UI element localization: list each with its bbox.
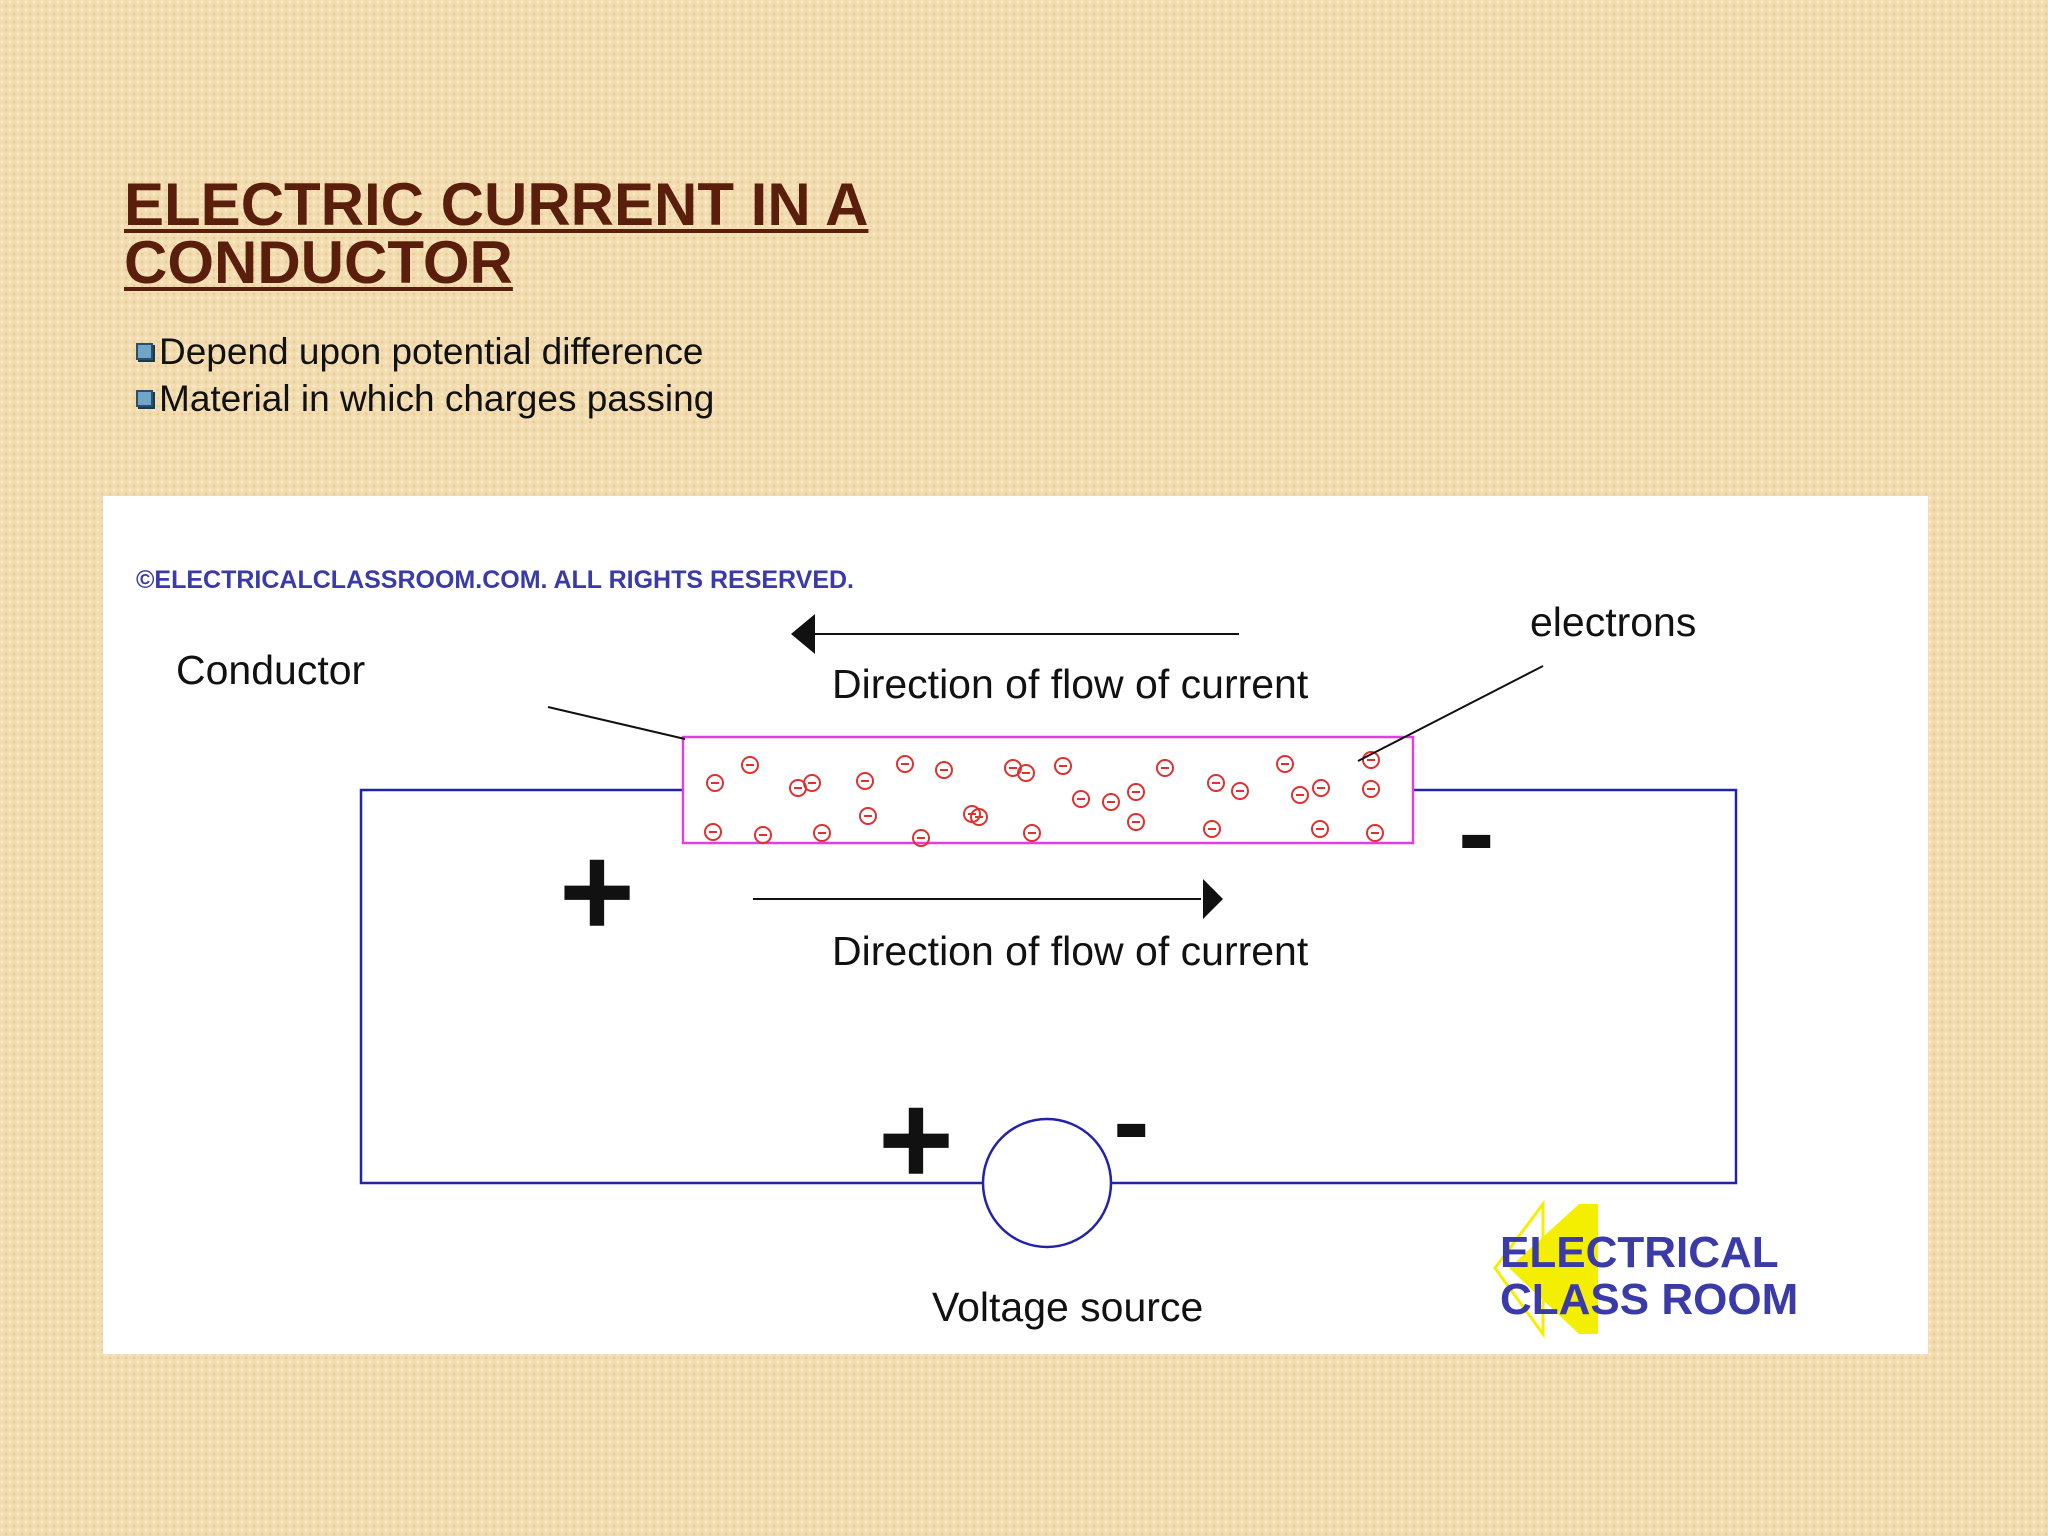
source-positive-sign: +: [878, 1066, 954, 1212]
electron-icon: [1203, 820, 1221, 838]
square-bullet-icon: [136, 343, 153, 360]
electron-icon: [1127, 783, 1145, 801]
wire-right: [1112, 788, 1738, 1185]
electron-icon: [935, 761, 953, 779]
bullet-item: Depend upon potential difference: [136, 328, 714, 375]
electron-icon: [856, 772, 874, 790]
electron-icon: [1156, 759, 1174, 777]
circuit-figure: ©ELECTRICALCLASSROOM.COM. ALL RIGHTS RES…: [103, 496, 1928, 1354]
electron-icon: [741, 756, 759, 774]
electron-icon: [1312, 779, 1330, 797]
circuit-diagram: ©ELECTRICALCLASSROOM.COM. ALL RIGHTS RES…: [136, 566, 1798, 1339]
electron-icon: [1054, 757, 1072, 775]
negative-sign: -: [1458, 771, 1495, 894]
electron-icon: [1127, 813, 1145, 831]
conductor-label: Conductor: [176, 647, 365, 693]
electron-icon: [859, 807, 877, 825]
positive-sign: +: [559, 818, 635, 964]
wire-left: [359, 788, 983, 1185]
logo-mark-icon: [1509, 1204, 1598, 1334]
conductor-bar: [681, 735, 1415, 845]
square-bullet-icon: [136, 390, 153, 407]
electron-icon: [1231, 782, 1249, 800]
electron-group: [704, 751, 1384, 847]
bullet-item: Material in which charges passing: [136, 375, 714, 422]
conductor-leader-line: [547, 706, 686, 740]
bullet-list: Depend upon potential difference Materia…: [136, 328, 714, 422]
electron-icon: [1276, 755, 1294, 773]
current-direction-label-top: Direction of flow of current: [832, 661, 1309, 707]
voltage-source-label: Voltage source: [932, 1284, 1203, 1330]
electron-icon: [1291, 786, 1309, 804]
slide-title: ELECTRIC CURRENT IN A CONDUCTOR: [124, 171, 869, 296]
right-arrow-icon: [1203, 879, 1223, 919]
voltage-source-icon: [981, 1117, 1113, 1249]
electron-icon: [754, 826, 772, 844]
logo-text-line2: CLASS ROOM: [1500, 1275, 1798, 1324]
current-direction-label-bottom: Direction of flow of current: [832, 928, 1309, 974]
electron-icon: [704, 823, 722, 841]
electrons-leader-line: [1357, 665, 1544, 762]
electron-icon: [970, 808, 988, 826]
electrons-label: electrons: [1530, 599, 1696, 645]
electron-icon: [912, 829, 930, 847]
electron-icon: [1207, 774, 1225, 792]
electron-icon: [1362, 780, 1380, 798]
left-arrow-icon: [791, 614, 815, 654]
electron-icon: [1017, 764, 1035, 782]
electron-icon: [706, 774, 724, 792]
electron-icon: [896, 755, 914, 773]
logo-text-line1: ELECTRICAL: [1500, 1228, 1779, 1277]
copyright-text: ©ELECTRICALCLASSROOM.COM. ALL RIGHTS RES…: [136, 566, 854, 594]
electron-icon: [1072, 790, 1090, 808]
electron-icon: [813, 824, 831, 842]
electron-icon: [1366, 824, 1384, 842]
electron-icon: [1311, 820, 1329, 838]
electron-icon: [1102, 793, 1120, 811]
electron-icon: [1362, 751, 1380, 769]
bullet-text: Material in which charges passing: [159, 378, 715, 419]
electron-icon: [803, 774, 821, 792]
source-negative-sign: -: [1113, 1060, 1150, 1183]
electron-icon: [1023, 824, 1041, 842]
bullet-text: Depend upon potential difference: [159, 331, 704, 372]
